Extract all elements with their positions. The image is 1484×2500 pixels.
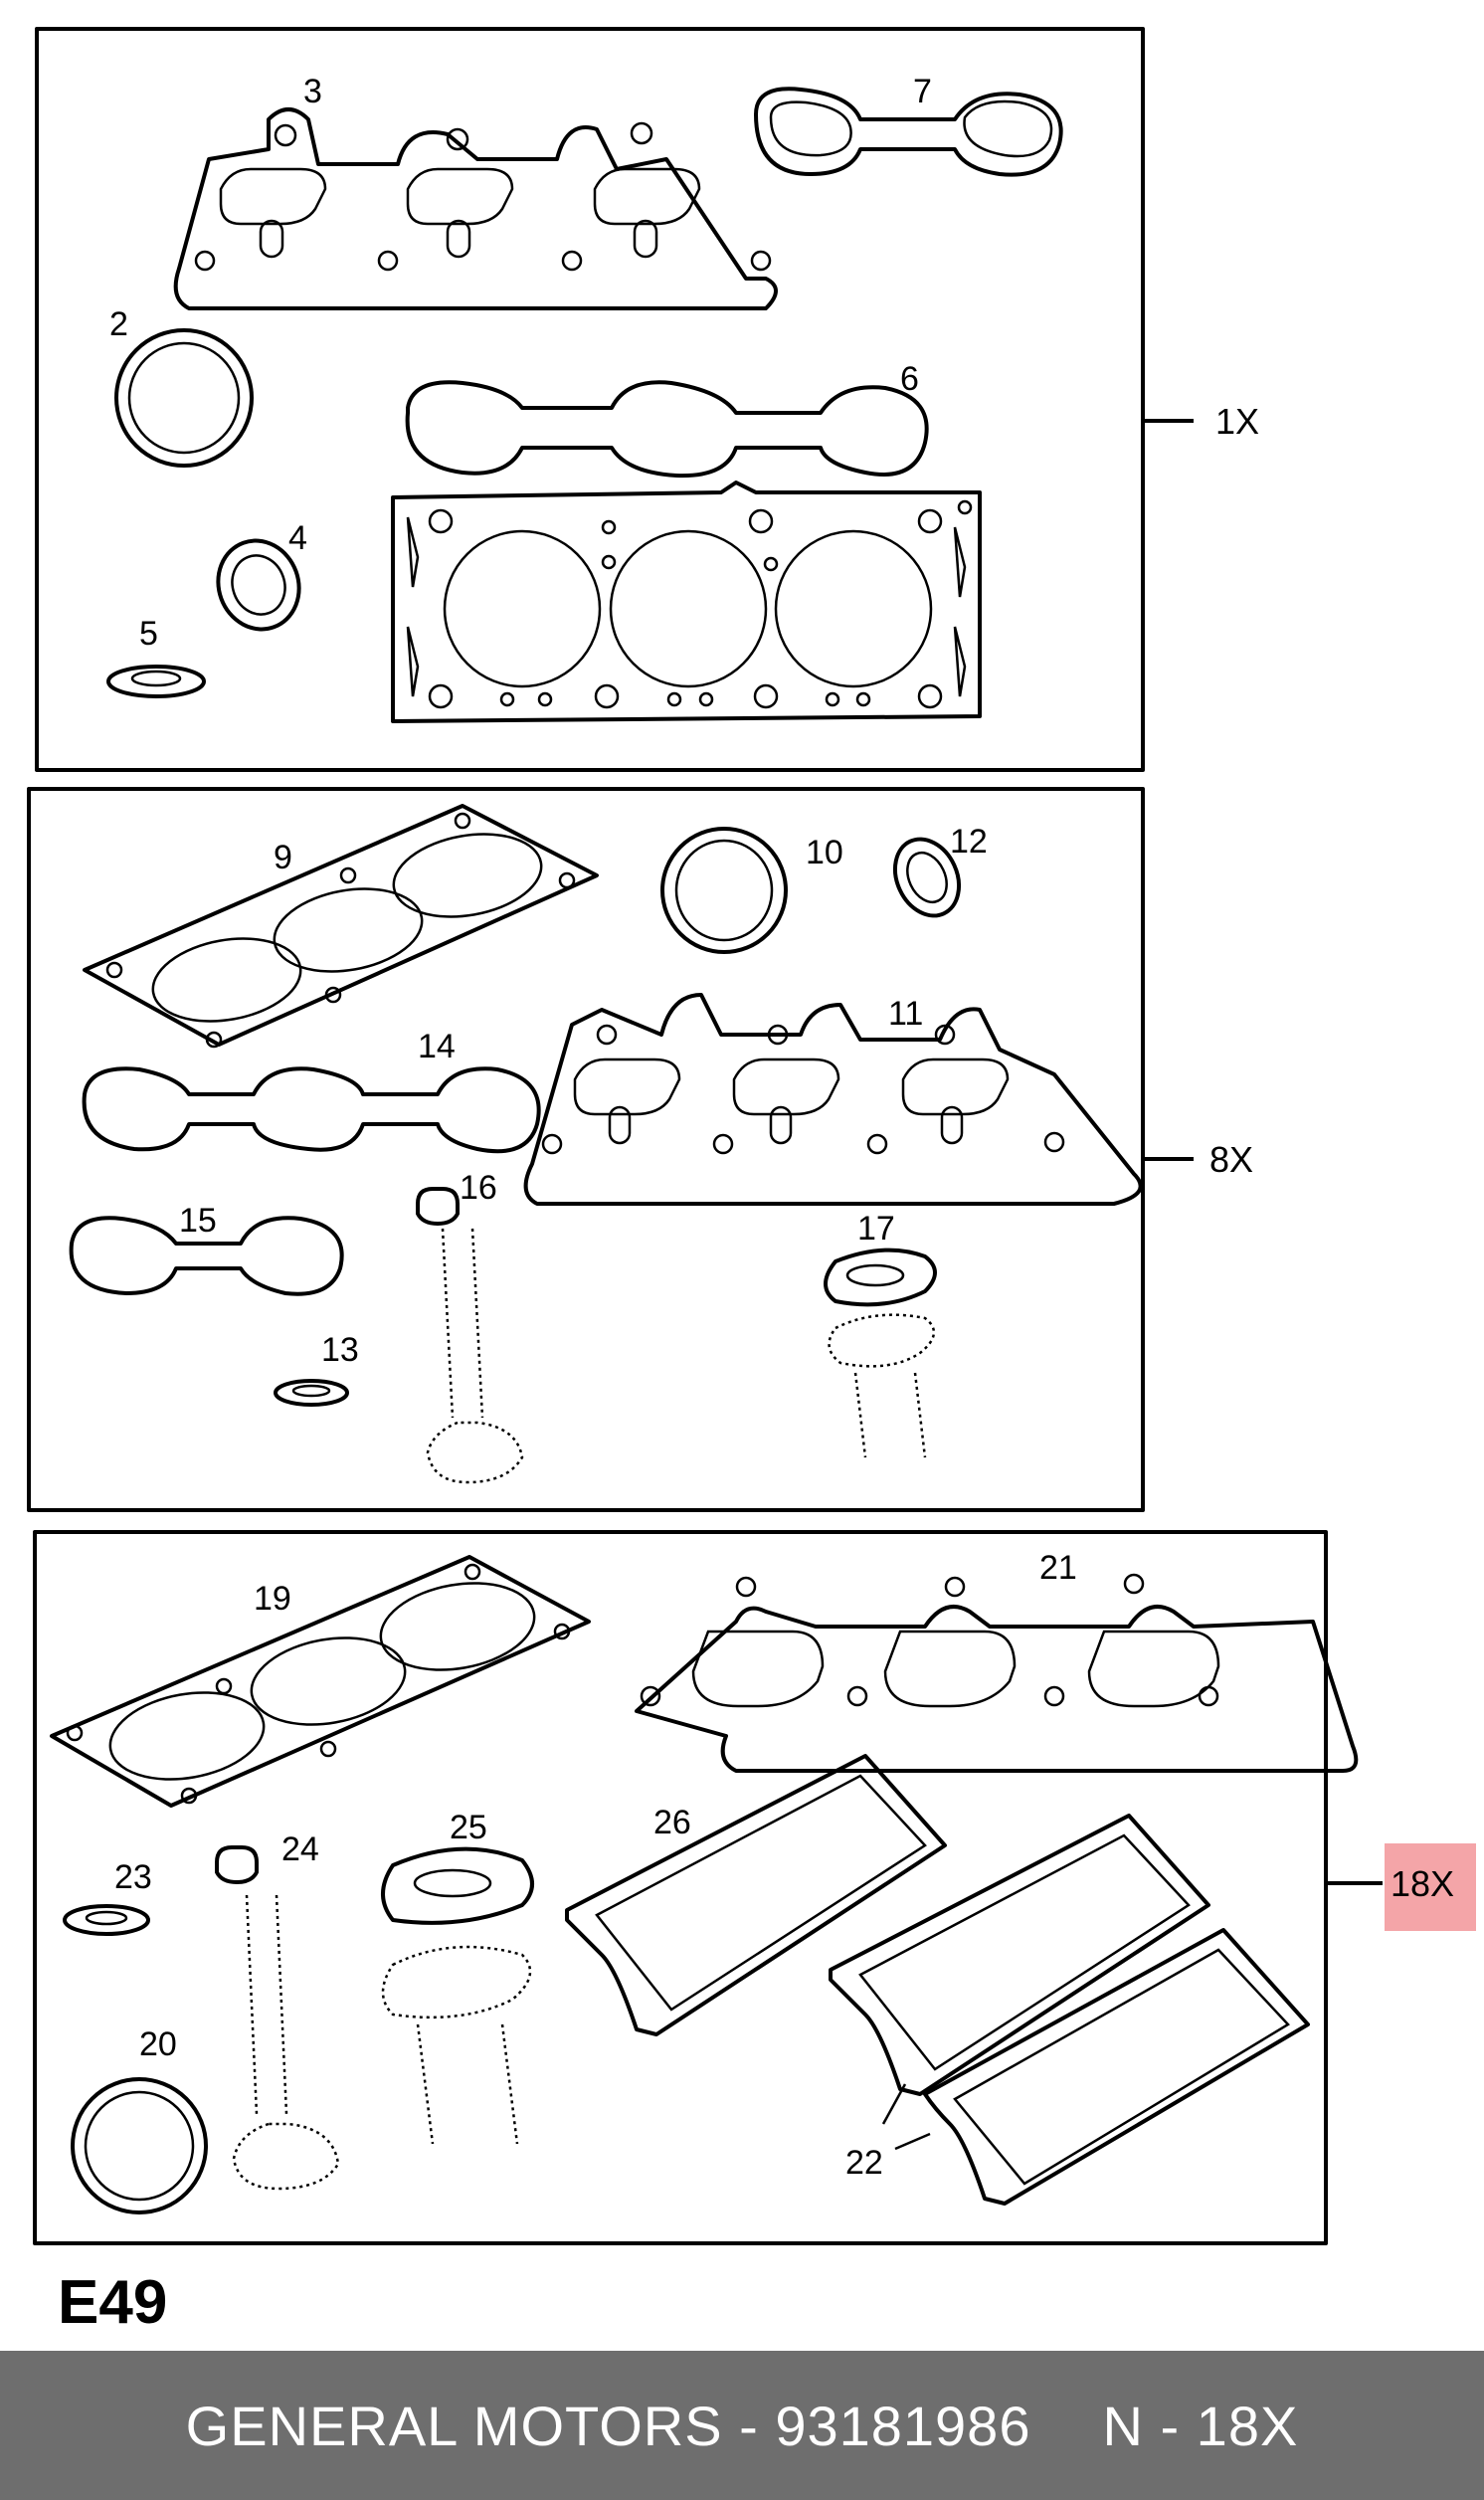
footer-bar: GENERAL MOTORS - 93181986 N - 18X bbox=[0, 2351, 1484, 2500]
part-number-26: 26 bbox=[653, 1804, 691, 1841]
manifold-gasket-drawing bbox=[635, 1573, 1359, 1773]
manifold-gasket-drawing bbox=[173, 107, 778, 310]
separator: - bbox=[722, 2394, 776, 2457]
part-number-15: 15 bbox=[179, 1202, 217, 1240]
part-number-22: 22 bbox=[845, 2144, 883, 2182]
three-port-gasket-drawing bbox=[405, 380, 929, 479]
group-label-1x: 1X bbox=[1215, 401, 1259, 442]
head-gasket-angled-drawing bbox=[50, 1555, 591, 1808]
part-number-19: 19 bbox=[254, 1580, 291, 1618]
group-label-18x: 18X bbox=[1391, 1863, 1454, 1904]
part-number-16: 16 bbox=[460, 1169, 497, 1207]
seal-ring-drawing bbox=[71, 2077, 208, 2214]
part-number-20: 20 bbox=[139, 2025, 177, 2063]
two-port-gasket-drawing bbox=[754, 87, 1063, 177]
kit-box-18x: 18X 19 21 23 bbox=[33, 1530, 1476, 2245]
part-number-17: 17 bbox=[857, 1210, 895, 1248]
valve-stem-seal-drawing bbox=[416, 1187, 524, 1484]
part-number-7: 7 bbox=[913, 73, 932, 110]
kit-box-8x: 8X 9 10 12 14 bbox=[27, 787, 1253, 1512]
part-number-21: 21 bbox=[1039, 1549, 1077, 1587]
part-number-23: 23 bbox=[114, 1858, 152, 1896]
head-gasket-drawing bbox=[391, 481, 982, 723]
group-highlight bbox=[1385, 1843, 1476, 1931]
group-label-8x: 8X bbox=[1209, 1139, 1253, 1180]
washer-drawing bbox=[106, 665, 206, 698]
cover-gasket-drawing bbox=[565, 1754, 1310, 2206]
small-seal-drawing bbox=[216, 538, 301, 632]
part-number-12: 12 bbox=[950, 823, 988, 861]
quantity-label: N - 18X bbox=[1102, 2394, 1299, 2457]
two-port-gasket-drawing bbox=[69, 1216, 344, 1296]
small-seal-drawing bbox=[892, 837, 962, 918]
part-number-10: 10 bbox=[806, 834, 843, 871]
part-number-2: 2 bbox=[109, 305, 128, 343]
brand-name: GENERAL MOTORS bbox=[185, 2394, 723, 2457]
parts-diagram: 1X 3 7 2 6 bbox=[27, 27, 1476, 2337]
seal-ring-drawing bbox=[114, 328, 254, 468]
part-number-25: 25 bbox=[450, 1809, 487, 1846]
part-number-11: 11 bbox=[888, 995, 923, 1033]
washer-drawing bbox=[63, 1904, 150, 1936]
three-port-gasket-drawing bbox=[82, 1066, 541, 1154]
part-number-5: 5 bbox=[139, 615, 158, 653]
part-number-9: 9 bbox=[274, 839, 292, 876]
washer-drawing bbox=[274, 1379, 349, 1407]
part-number: 93181986 bbox=[775, 2394, 1031, 2457]
part-number-6: 6 bbox=[900, 360, 919, 398]
seal-ring-drawing bbox=[660, 827, 788, 954]
valve-stem-seal-drawing bbox=[215, 1845, 340, 2191]
part-number-24: 24 bbox=[281, 1830, 319, 1868]
flange-gasket-drawing bbox=[824, 1248, 937, 1458]
kit-box-1x: 1X 3 7 2 6 bbox=[35, 27, 1259, 772]
part-number-13: 13 bbox=[321, 1331, 359, 1369]
part-number-14: 14 bbox=[418, 1028, 456, 1065]
flange-gasket-drawing bbox=[381, 1846, 534, 2145]
part-number-4: 4 bbox=[288, 519, 307, 557]
part-number-3: 3 bbox=[303, 73, 322, 110]
diagram-code: E49 bbox=[58, 2268, 167, 2337]
manifold-gasket-drawing bbox=[523, 993, 1143, 1206]
head-gasket-angled-drawing bbox=[83, 804, 599, 1049]
